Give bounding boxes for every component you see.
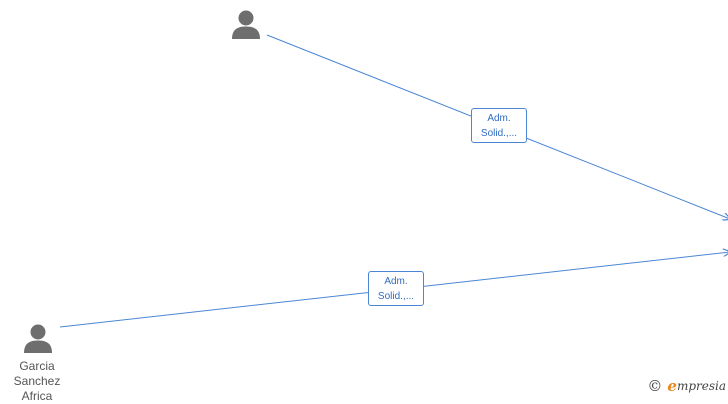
label-line: Sanchez [13, 374, 61, 388]
brand-name: mpresia [676, 379, 726, 393]
brand-initial: e [667, 377, 677, 395]
person-icon [232, 10, 260, 39]
edge-label-line: Adm. [487, 113, 511, 124]
edge-bottom-label[interactable]: Adm. Solid.,... [368, 271, 424, 306]
copyright-icon: © [647, 377, 663, 395]
edge-label-line: Solid.,... [377, 291, 415, 302]
edge-top-label[interactable]: Adm. Solid.,... [471, 108, 527, 143]
bottom-person-node[interactable] [23, 323, 53, 355]
edge-label-line: Adm. [384, 276, 408, 287]
bottom-person-label[interactable]: Garcia Sanchez Africa [0, 359, 77, 404]
label-line: Africa [21, 389, 53, 403]
top-person-node[interactable] [231, 9, 261, 41]
person-icon [24, 324, 52, 353]
edge-label-line: Solid.,... [480, 128, 518, 139]
brand-watermark: © e mpresia [647, 377, 726, 395]
label-line: Garcia [19, 359, 55, 373]
